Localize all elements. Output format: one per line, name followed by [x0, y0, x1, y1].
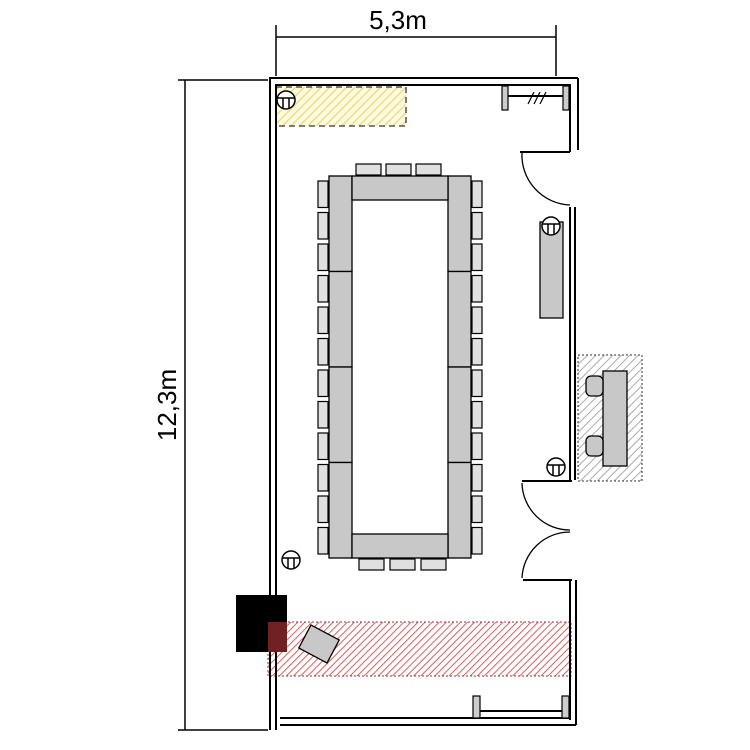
table-segment [447, 270, 472, 368]
table-segment [351, 175, 449, 201]
projector [297, 624, 341, 664]
table-segment [328, 461, 353, 559]
chair [317, 180, 329, 209]
yellow-zone [275, 86, 407, 127]
table-segment [328, 175, 353, 273]
chair [355, 163, 382, 176]
plant-icon [546, 457, 566, 477]
plant-icon [276, 90, 296, 110]
chair [317, 369, 329, 398]
chair [317, 243, 329, 272]
chair [415, 163, 442, 176]
width-dimension [275, 25, 557, 76]
chair [471, 180, 483, 209]
table-segment [447, 175, 472, 273]
plant-icon [281, 550, 301, 570]
chair [317, 337, 329, 366]
chair [471, 526, 483, 555]
chair [471, 495, 483, 524]
chairs [317, 163, 483, 571]
chair [471, 369, 483, 398]
coat-rack-top [501, 85, 570, 111]
chair [317, 463, 329, 492]
desk-with-chairs [585, 370, 628, 467]
table-segment [351, 533, 449, 559]
chair [317, 211, 329, 240]
chair [317, 306, 329, 335]
width-label: 5,3m [369, 5, 427, 35]
table-segment [447, 366, 472, 464]
table-segment [447, 461, 472, 559]
door-top[interactable] [521, 151, 571, 206]
conference-table [328, 175, 472, 559]
plant-icon [541, 216, 561, 236]
chair [358, 558, 385, 571]
walls [269, 77, 579, 730]
chair [471, 337, 483, 366]
chair [317, 400, 329, 429]
chair [471, 400, 483, 429]
side-table [539, 221, 564, 319]
chair [471, 463, 483, 492]
chair [317, 274, 329, 303]
table-segment [328, 366, 353, 464]
length-dimension [178, 79, 268, 731]
table-segment [328, 270, 353, 368]
coat-rack-bottom [472, 695, 570, 719]
chair [317, 432, 329, 461]
chair [471, 274, 483, 303]
chair [389, 558, 416, 571]
door-bottom[interactable] [521, 482, 571, 579]
chair [471, 306, 483, 335]
chair [385, 163, 412, 176]
chair [471, 432, 483, 461]
chair [317, 526, 329, 555]
chair [317, 495, 329, 524]
chair [471, 211, 483, 240]
chair [420, 558, 447, 571]
length-label: 12,3m [152, 369, 182, 441]
screen-overlap [268, 622, 287, 652]
chair [471, 243, 483, 272]
